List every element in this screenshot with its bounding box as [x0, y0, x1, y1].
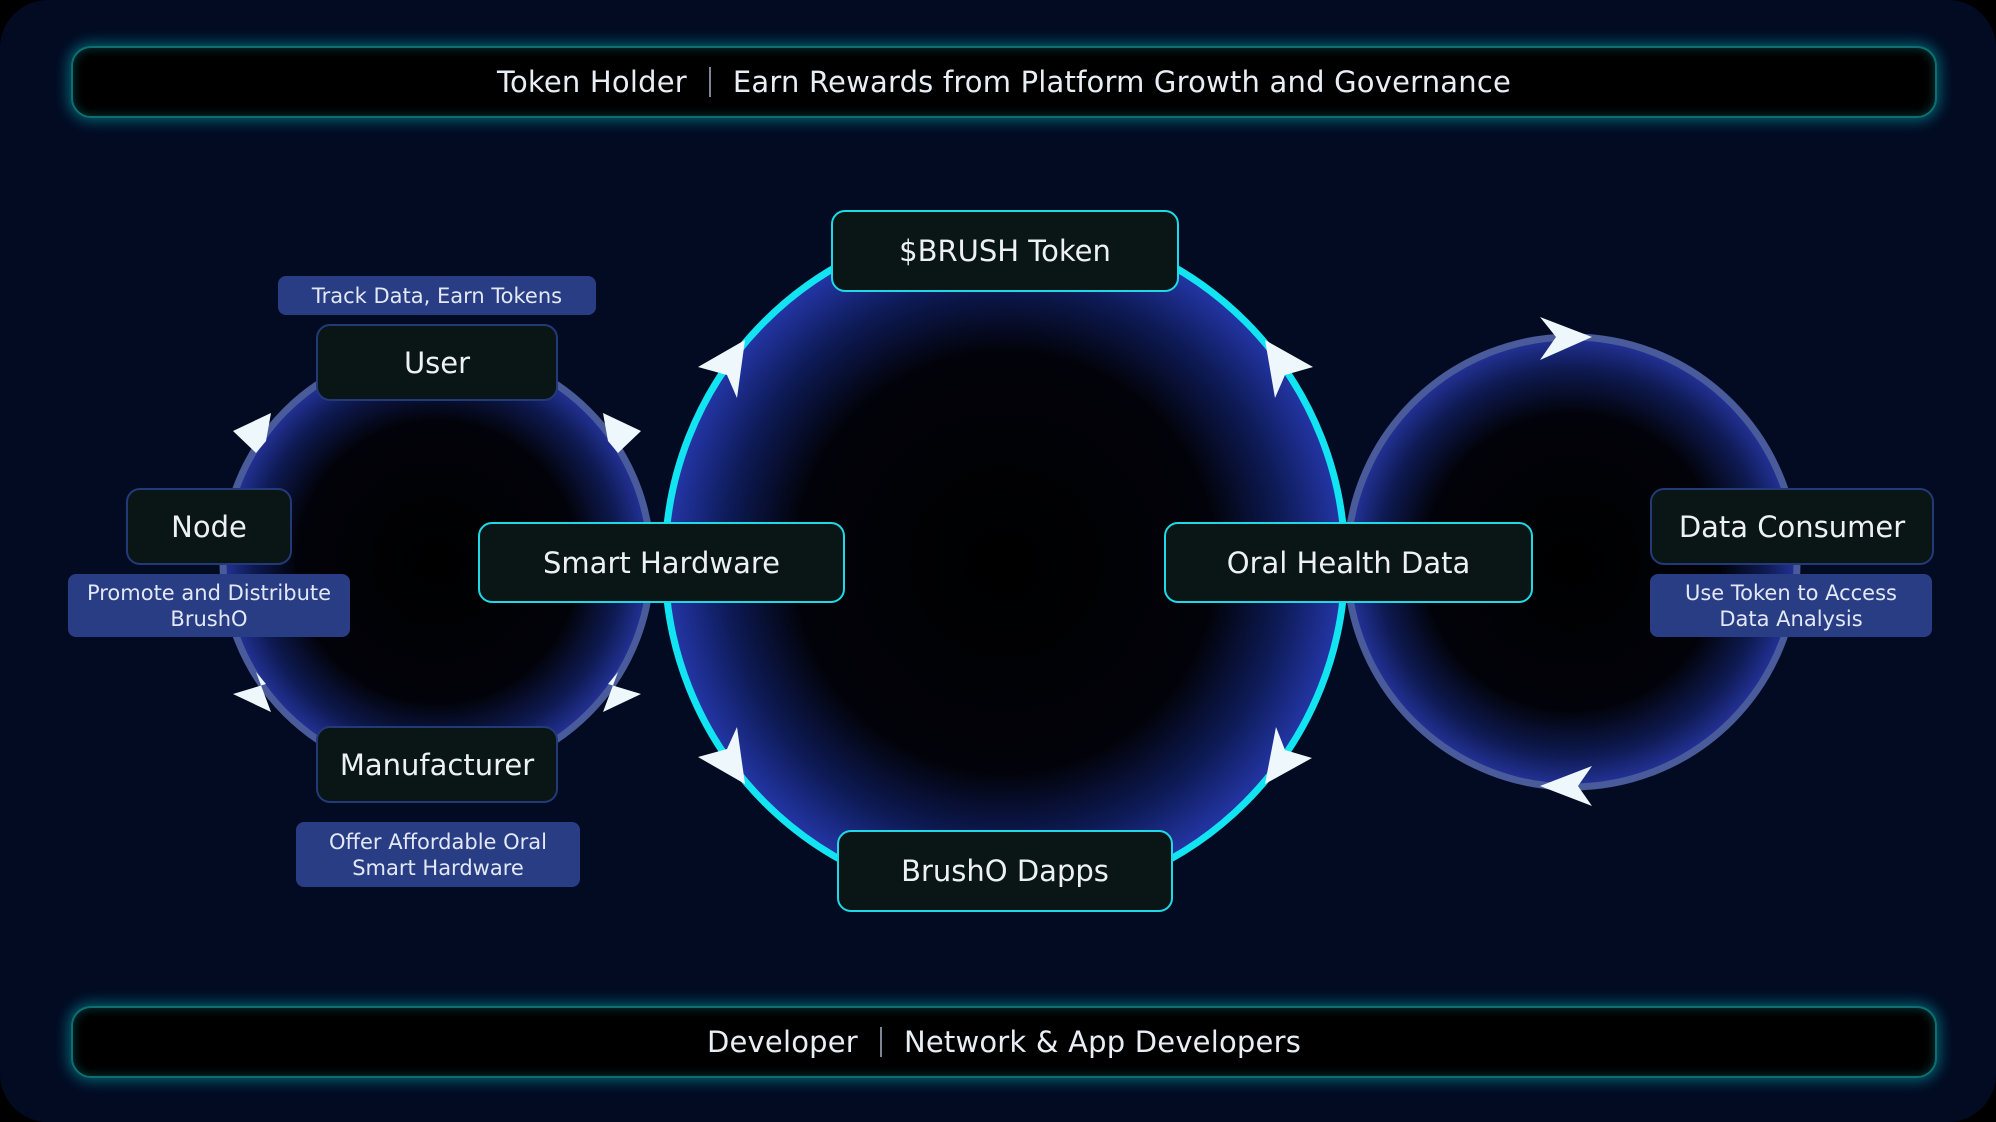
token-holder-bar: Token Holder Earn Rewards from Platform …: [71, 46, 1937, 118]
brush-token-node: $BRUSH Token: [831, 210, 1179, 292]
manufacturer-node: Manufacturer: [316, 726, 558, 803]
arrow-icon: [1265, 340, 1313, 398]
arrow-icon: [233, 672, 271, 712]
manufacturer-tag: Offer Affordable Oral Smart Hardware: [296, 822, 580, 887]
arrow-icon: [698, 340, 745, 398]
arrow-icon: [603, 672, 641, 712]
developer-description: Network & App Developers: [903, 1025, 1302, 1059]
arrow-icon: [603, 413, 641, 453]
user-tag: Track Data, Earn Tokens: [278, 276, 596, 315]
left-cycle-arrows: [233, 413, 641, 712]
data-consumer-tag: Use Token to Access Data Analysis: [1650, 574, 1932, 637]
arrow-icon: [698, 727, 745, 784]
right-cycle-arrows: [1540, 317, 1592, 806]
center-cycle-arrows: [698, 340, 1313, 784]
token-holder-description: Earn Rewards from Platform Growth and Go…: [732, 65, 1512, 99]
developer-label: Developer: [706, 1025, 858, 1059]
user-node: User: [316, 324, 558, 401]
developer-bar: Developer Network & App Developers: [71, 1006, 1937, 1078]
arrow-icon: [1540, 317, 1592, 360]
bar-divider: [879, 1027, 882, 1057]
node-tag: Promote and Distribute BrushO: [68, 574, 350, 637]
arrow-icon: [1265, 727, 1312, 784]
arrow-icon: [1540, 766, 1592, 806]
token-holder-label: Token Holder: [496, 65, 687, 99]
oral-health-data-node: Oral Health Data: [1164, 522, 1533, 603]
arrow-icon: [233, 413, 271, 453]
bar-divider: [708, 67, 711, 97]
brusho-dapps-node: BrushO Dapps: [837, 830, 1173, 912]
smart-hardware-node: Smart Hardware: [478, 522, 845, 603]
data-consumer-node: Data Consumer: [1650, 488, 1934, 565]
node-node: Node: [126, 488, 292, 565]
